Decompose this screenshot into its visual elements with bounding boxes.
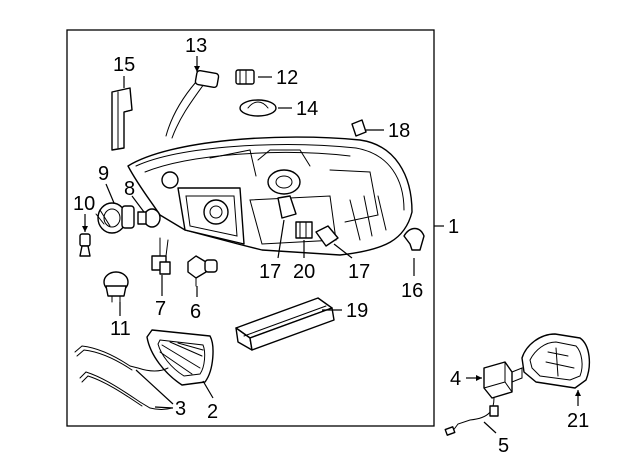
leader-line-3b <box>154 406 174 409</box>
callout-18: 18 <box>388 120 410 142</box>
callout-16: 16 <box>401 280 423 302</box>
cable-13 <box>165 56 220 139</box>
rear-cover-21 <box>521 333 591 406</box>
callout-11: 11 <box>110 318 131 340</box>
leader-line-5 <box>483 421 497 434</box>
bulb-socket-6 <box>187 255 218 297</box>
callout-7: 7 <box>155 298 166 320</box>
leader-line-9 <box>105 183 115 204</box>
callout-19: 19 <box>346 300 368 322</box>
bulb-socket-9 <box>95 183 135 234</box>
control-module <box>466 361 523 399</box>
callout-14: 14 <box>296 98 318 120</box>
connector-20 <box>295 221 313 258</box>
callout-12: 12 <box>276 67 298 89</box>
clip-17b <box>315 225 353 259</box>
bulb-12 <box>235 69 272 85</box>
callout-9: 9 <box>98 163 109 185</box>
callout-17b: 17 <box>348 261 370 283</box>
leader-line-17a <box>277 219 285 259</box>
headlamp-housing <box>127 136 413 256</box>
clip-17a <box>277 195 297 259</box>
callout-1: 1 <box>448 216 459 238</box>
callout-2: 2 <box>207 401 218 423</box>
callout-21: 21 <box>567 410 589 432</box>
bezel-gasket <box>146 329 214 399</box>
leader-line-3a <box>135 369 174 405</box>
callout-20: 20 <box>293 261 315 283</box>
callout-6: 6 <box>190 301 201 323</box>
bulb-8 <box>131 195 161 228</box>
leader-line-8 <box>131 195 145 213</box>
callout-13: 13 <box>185 35 207 57</box>
connector-7 <box>151 237 171 296</box>
callout-3: 3 <box>175 398 186 420</box>
bulb-10 <box>79 214 91 257</box>
callout-17a: 17 <box>259 261 281 283</box>
bulb-socket-11 <box>103 271 129 316</box>
leader-line-17b <box>333 243 353 259</box>
callout-10: 10 <box>73 193 95 215</box>
callout-15: 15 <box>113 54 135 76</box>
wire-harness <box>444 397 499 436</box>
callout-4: 4 <box>450 368 461 390</box>
assembly-frame <box>66 29 435 427</box>
callout-8: 8 <box>124 178 135 200</box>
foam-block-19 <box>235 297 342 351</box>
bracket-15 <box>111 76 133 151</box>
clip-18 <box>351 119 384 137</box>
wire-clips <box>74 345 174 410</box>
callout-5: 5 <box>498 435 509 457</box>
hose-16 <box>403 227 425 276</box>
leader-line-2 <box>202 380 214 399</box>
cover-cap-14 <box>239 99 292 117</box>
